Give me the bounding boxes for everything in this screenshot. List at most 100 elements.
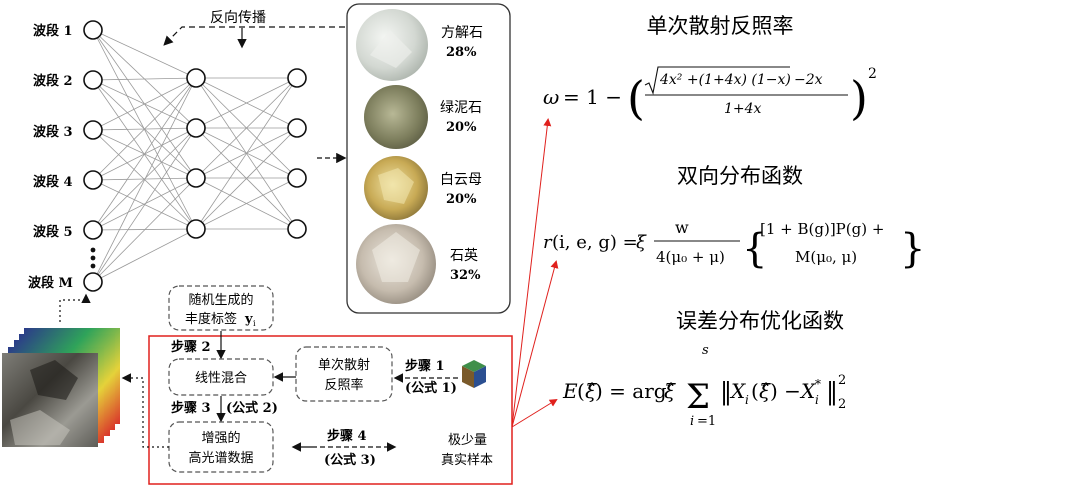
random-abundance-line1: 随机生成的 <box>188 292 253 308</box>
quartz-percent: 32% <box>450 268 481 283</box>
svg-text:1+4x: 1+4x <box>724 101 762 117</box>
hidden1-node <box>186 118 206 138</box>
svg-text:i: i <box>690 414 694 429</box>
backprop-arrow: 反向传播 <box>163 10 345 49</box>
input-node <box>83 220 103 240</box>
svg-text:=1: =1 <box>697 414 716 429</box>
svg-text:(: ( <box>751 379 759 403</box>
ssa-formula-title: 单次散射反照率 <box>647 14 794 38</box>
svg-text:2: 2 <box>868 66 877 82</box>
svg-text:4(μ₀ + μ): 4(μ₀ + μ) <box>656 248 725 266</box>
svg-text:ξ̂: ξ̂ <box>759 379 771 403</box>
svg-text:(: ( <box>627 71 645 125</box>
svg-text:s: s <box>702 343 709 358</box>
input-label-band2: 波段 2 <box>33 73 73 89</box>
svg-text:‖: ‖ <box>826 378 838 407</box>
formula2-label: (公式 2) <box>226 400 278 416</box>
svg-text:ω: ω <box>543 85 559 109</box>
brdf-formula-title: 双向分布函数 <box>677 164 803 188</box>
svg-text:E: E <box>562 379 578 403</box>
svg-text:X: X <box>729 379 746 403</box>
chlorite-name: 绿泥石 <box>440 100 482 116</box>
step2-label: 步骤 2 <box>171 339 211 355</box>
hidden2-node <box>287 219 307 239</box>
input-label-band3: 波段 3 <box>33 124 73 140</box>
svg-text:ξ̂: ξ̂ <box>585 379 597 403</box>
input-node <box>83 70 103 90</box>
ssa-line2: 反照率 <box>324 377 363 393</box>
muscovite-percent: 20% <box>446 192 477 207</box>
svg-text:): ) <box>850 71 868 125</box>
svg-text:ξ̂: ξ̂ <box>664 379 676 403</box>
step3-label: 步骤 3 <box>171 400 211 416</box>
input-label-band4: 波段 4 <box>33 174 73 190</box>
random-abundance-subscript: i <box>253 319 256 328</box>
input-node <box>83 120 103 140</box>
cube-to-input-arrow <box>59 293 91 322</box>
enhanced-to-cube-arrow <box>121 373 169 448</box>
svg-text:w: w <box>675 218 689 237</box>
input-label-band1: 波段 1 <box>33 23 73 39</box>
random-abundance-box <box>168 285 274 331</box>
network-nodes <box>83 20 307 292</box>
ssa-line1: 单次散射 <box>318 357 370 373</box>
input-labels: 波段 1 波段 2 波段 3 波段 4 波段 5 波段 M <box>28 23 73 291</box>
step4-label: 步骤 4 <box>327 428 367 444</box>
formula1-label: (公式 1) <box>405 380 457 396</box>
ssa-box <box>295 346 393 402</box>
svg-text:M(μ₀, μ): M(μ₀, μ) <box>795 248 857 266</box>
input-node <box>83 272 103 292</box>
hidden2-node <box>287 168 307 188</box>
svg-text:i: i <box>745 393 749 407</box>
ellipsis-dots <box>90 247 96 269</box>
error-formula-title: 误差分布优化函数 <box>676 309 844 333</box>
enhanced-data-line1: 增强的 <box>201 430 240 446</box>
input-node <box>83 170 103 190</box>
mineral-panel: 方解石 28% 绿泥石 20% 白云母 20% 石英 32% <box>346 3 511 314</box>
random-abundance-line2: 丰度标签 <box>185 311 237 327</box>
calcite-name: 方解石 <box>441 25 483 41</box>
workflow-frame <box>148 335 513 485</box>
enhanced-data-line2: 高光谱数据 <box>188 450 253 466</box>
calcite-percent: 28% <box>446 45 477 60</box>
error-formula: E ( ξ̂ ) = arg ξ̂ s Σ i =1 ‖ X i ( ξ̂ ) … <box>562 343 846 429</box>
input-label-bandM: 波段 M <box>28 275 73 291</box>
sample-cube-icon <box>462 360 486 388</box>
svg-text:4x² +(1+4x) (1−x): 4x² +(1+4x) (1−x) <box>659 72 791 88</box>
svg-text:Σ: Σ <box>686 377 710 417</box>
svg-text:X: X <box>799 379 816 403</box>
chlorite-image <box>364 85 428 149</box>
linear-mixing-label: 线性混合 <box>195 371 247 386</box>
few-samples-line2: 真实样本 <box>441 453 493 468</box>
formula3-label: (公式 3) <box>324 452 376 468</box>
svg-text:) −: ) − <box>770 379 801 403</box>
svg-text:−2x: −2x <box>794 72 823 88</box>
hidden1-node <box>186 168 206 188</box>
muscovite-name: 白云母 <box>440 172 482 188</box>
formula-connectors <box>511 118 559 428</box>
hidden2-node <box>287 118 307 138</box>
svg-text:= 1 −: = 1 − <box>563 85 622 109</box>
svg-text:*: * <box>815 377 821 391</box>
svg-text:{: { <box>742 226 767 272</box>
svg-text:‖: ‖ <box>720 378 732 407</box>
svg-text:r: r <box>543 232 553 253</box>
svg-text:2: 2 <box>838 373 846 388</box>
svg-text:ξ: ξ <box>636 232 647 253</box>
hyperspectral-cube <box>2 328 120 447</box>
few-samples-line1: 极少量 <box>448 433 487 448</box>
input-label-band5: 波段 5 <box>33 224 73 240</box>
svg-text:(i, e, g) =: (i, e, g) = <box>552 232 638 253</box>
backprop-label: 反向传播 <box>210 10 266 26</box>
brdf-formula: r (i, e, g) = ξ w 4(μ₀ + μ) { [1 + B(g)]… <box>543 218 925 272</box>
network-connections <box>92 29 298 283</box>
svg-text:}: } <box>900 226 925 272</box>
hidden1-node <box>186 68 206 88</box>
chlorite-percent: 20% <box>446 120 477 135</box>
hidden2-node <box>287 68 307 88</box>
hidden1-node <box>186 219 206 239</box>
quartz-name: 石英 <box>450 247 478 264</box>
svg-text:i: i <box>815 393 819 407</box>
svg-text:(: ( <box>577 379 585 403</box>
